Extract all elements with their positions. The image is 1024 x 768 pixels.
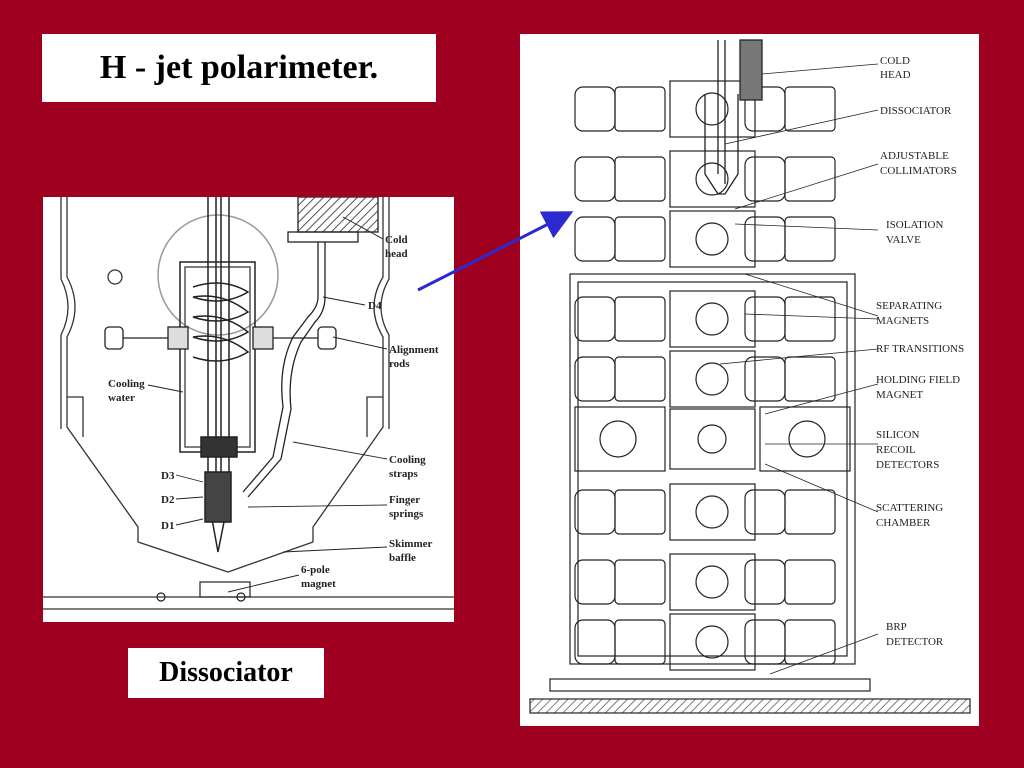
rlabel-silicon-2: RECOIL [876, 444, 916, 456]
label-alignment-1: Alignment [389, 344, 439, 356]
rlabel-rf-transitions: RF TRANSITIONS [876, 343, 964, 355]
label-alignment-2: rods [389, 358, 410, 370]
rlabel-silicon-3: DETECTORS [876, 459, 939, 471]
stack-module [574, 483, 836, 541]
stack-module [574, 150, 836, 208]
rlabel-cold-head-1: COLD [880, 55, 910, 67]
rlabel-adjustable-2: COLLIMATORS [880, 165, 957, 177]
rlabel-separating-1: SEPARATING [876, 300, 942, 312]
stack-module [574, 553, 836, 611]
label-cold-head-2: head [385, 248, 408, 260]
rlabel-brp-2: DETECTOR [886, 636, 944, 648]
rlabel-dissociator: DISSOCIATOR [880, 105, 952, 117]
label-cold-head-1: Cold [385, 234, 408, 246]
label-finger-springs-1: Finger [389, 494, 420, 506]
dissociator-diagram: Cold head D4 Alignment rods Cooling wate… [43, 197, 454, 622]
label-6pole-2: magnet [301, 578, 336, 590]
title-box: H - jet polarimeter. [42, 34, 436, 102]
rlabel-scattering-1: SCATTERING [876, 502, 943, 514]
rlabel-cold-head-2: HEAD [880, 69, 911, 81]
label-finger-springs-2: springs [389, 508, 424, 520]
label-d1: D1 [161, 520, 174, 532]
caption-box: Dissociator [128, 648, 324, 698]
stack-module [574, 406, 851, 472]
label-d3: D3 [161, 470, 175, 482]
label-d4: D4 [368, 300, 382, 312]
label-6pole-1: 6-pole [301, 564, 330, 576]
stack-module [574, 210, 836, 268]
label-skimmer-2: baffle [389, 552, 416, 564]
rlabel-silicon-1: SILICON [876, 429, 919, 441]
polarimeter-diagram: COLD HEAD DISSOCIATOR ADJUSTABLE COLLIMA… [520, 34, 979, 726]
label-cooling-water-2: water [108, 392, 135, 404]
rlabel-isolation-1: ISOLATION [886, 219, 943, 231]
label-skimmer-1: Skimmer [389, 538, 433, 550]
label-d2: D2 [161, 494, 175, 506]
stack-module [574, 350, 836, 408]
rlabel-holding-1: HOLDING FIELD [876, 374, 960, 386]
label-cooling-straps-1: Cooling [389, 454, 426, 466]
rlabel-brp-1: BRP [886, 621, 907, 633]
rlabel-adjustable-1: ADJUSTABLE [880, 150, 949, 162]
stack-module [574, 290, 836, 348]
rlabel-separating-2: MAGNETS [876, 315, 929, 327]
label-cooling-water-1: Cooling [108, 378, 145, 390]
rlabel-scattering-2: CHAMBER [876, 517, 931, 529]
rlabel-isolation-2: VALVE [886, 234, 921, 246]
stack-module [574, 80, 836, 138]
label-cooling-straps-2: straps [389, 468, 418, 480]
caption-text: Dissociator [159, 657, 293, 688]
slide-title: H - jet polarimeter. [99, 49, 379, 86]
rlabel-holding-2: MAGNET [876, 389, 923, 401]
